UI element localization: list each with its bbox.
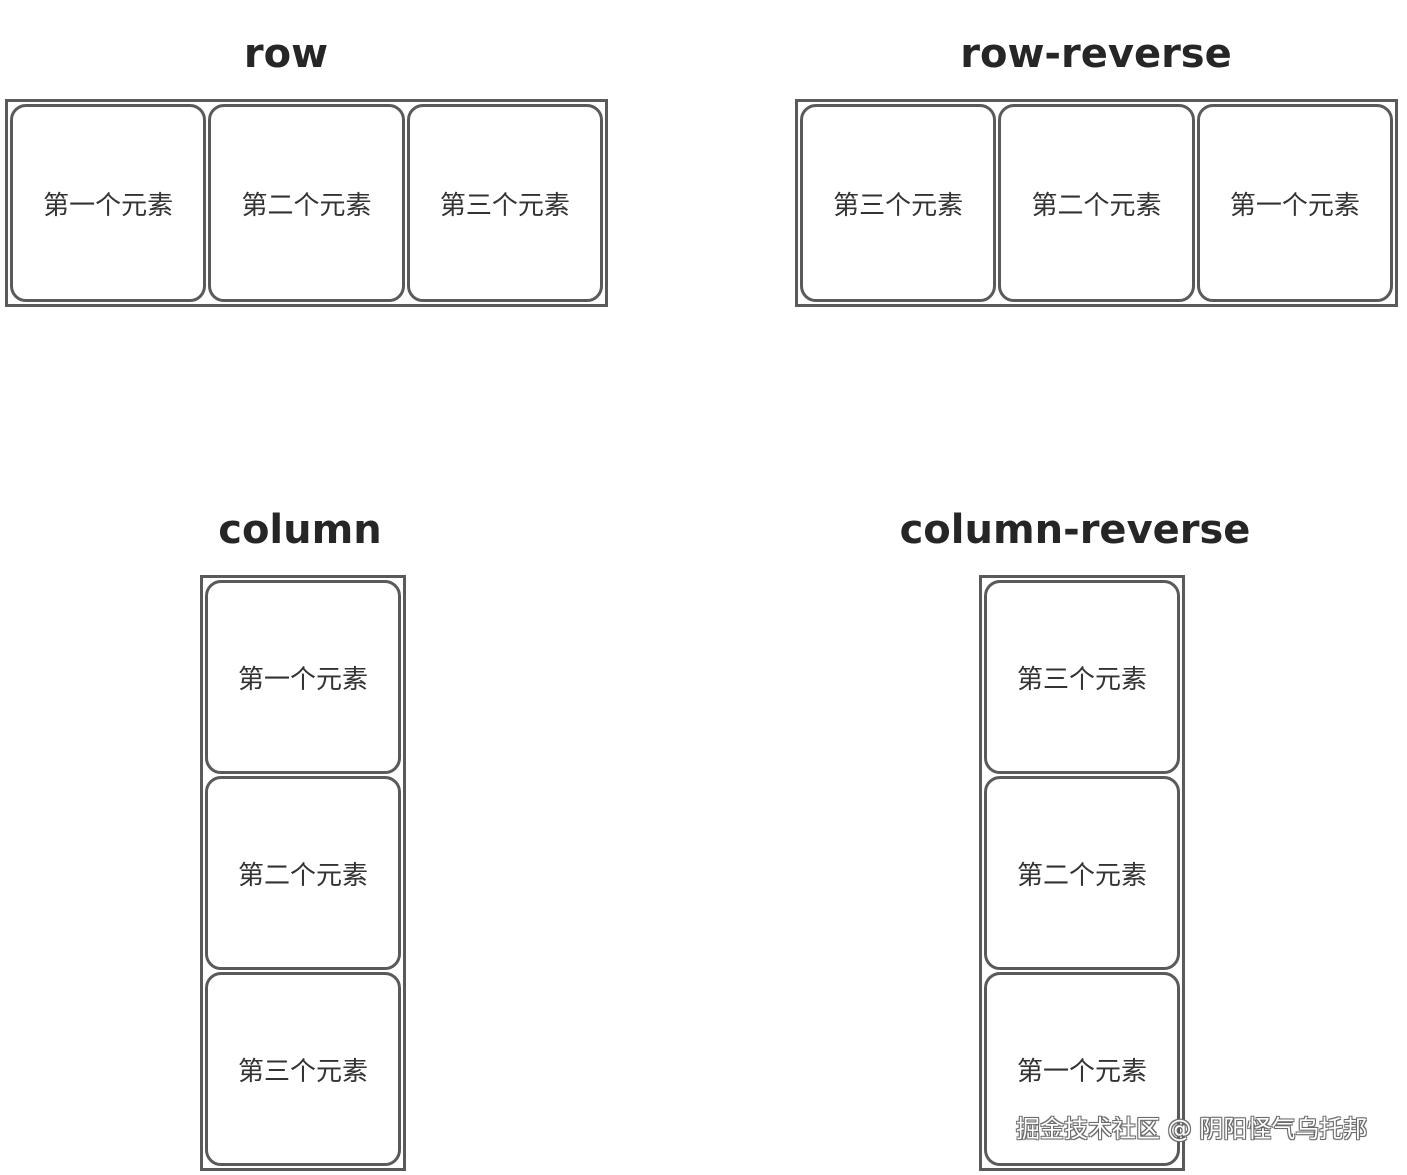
- column-reverse-item-3-label: 第一个元素: [1016, 1056, 1147, 1087]
- column-reverse-title: column-reverse: [899, 507, 1251, 553]
- row-reverse-item-1-label: 第三个元素: [833, 190, 964, 221]
- row-reverse-item-3: 第一个元素: [1196, 104, 1393, 302]
- column-title: column: [218, 507, 382, 553]
- row-reverse-container: 第三个元素 第二个元素 第一个元素: [795, 99, 1398, 307]
- watermark-text: 掘金技术社区 @ 阴阳怪气乌托邦: [1016, 1115, 1368, 1143]
- row-reverse-title: row-reverse: [960, 31, 1232, 77]
- row-item-1-label: 第一个元素: [43, 190, 174, 221]
- column-item-3-label: 第三个元素: [237, 1056, 368, 1087]
- column-item-2-label: 第二个元素: [237, 860, 368, 891]
- column-reverse-item-2: 第二个元素: [984, 776, 1180, 970]
- row-container: 第一个元素 第二个元素 第三个元素: [5, 99, 608, 307]
- row-item-2: 第二个元素: [208, 104, 405, 302]
- row-item-1: 第一个元素: [10, 104, 207, 302]
- row-reverse-item-2-label: 第二个元素: [1031, 190, 1162, 221]
- row-reverse-item-3-label: 第一个元素: [1229, 190, 1360, 221]
- row-reverse-item-1: 第三个元素: [800, 104, 997, 302]
- column-item-1-label: 第一个元素: [237, 664, 368, 695]
- row-reverse-item-2: 第二个元素: [998, 104, 1195, 302]
- column-item-2: 第二个元素: [205, 776, 401, 970]
- column-reverse-item-1: 第三个元素: [984, 580, 1180, 774]
- column-reverse-item-3: 第一个元素: [984, 972, 1180, 1166]
- row-item-3-label: 第三个元素: [439, 190, 570, 221]
- row-item-3: 第三个元素: [406, 104, 603, 302]
- column-item-3: 第三个元素: [205, 972, 401, 1166]
- column-reverse-item-2-label: 第二个元素: [1016, 860, 1147, 891]
- row-item-2-label: 第二个元素: [241, 190, 372, 221]
- row-title: row: [243, 31, 329, 77]
- column-container: 第一个元素 第二个元素 第三个元素: [200, 575, 406, 1171]
- column-item-1: 第一个元素: [205, 580, 401, 774]
- column-reverse-container: 第三个元素 第二个元素 第一个元素: [979, 575, 1185, 1171]
- column-reverse-item-1-label: 第三个元素: [1016, 664, 1147, 695]
